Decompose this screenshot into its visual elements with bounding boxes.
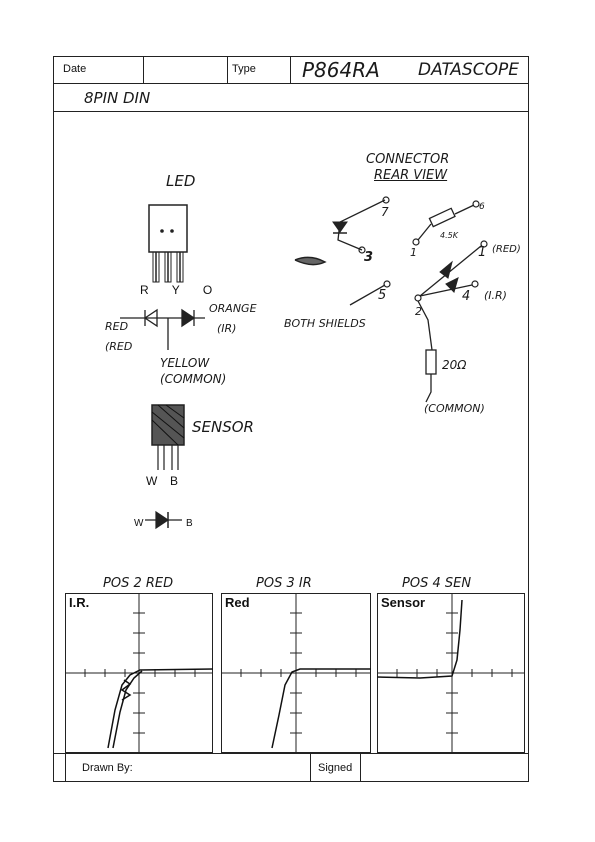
connector-pin-1-a: 1 [410,246,417,259]
connector-type-title: 8PIN DIN [84,89,151,107]
footer-divider [53,753,529,754]
type-cell-divider-right [290,56,291,83]
type-value: P864RA [302,58,380,82]
connector-pin-5: 5 [378,288,387,303]
connector-subtitle: REAR VIEW [374,168,448,183]
connector-pin-1-b: 1 [478,245,487,260]
connector-shields-label: BOTH SHIELDS [284,317,366,330]
connector-red-label: (RED) [492,244,521,255]
maker-value: DATASCOPE [418,60,519,80]
scope-panel-red-title: Red [225,595,250,610]
sensor-diode-w: W [134,518,144,529]
connector-pin-2: 2 [415,305,422,318]
scope-heading-3: POS 4 SEN [402,576,472,591]
led-title: LED [166,172,196,190]
type-label: Type [232,63,256,75]
sensor-title: SENSOR [192,418,254,436]
connector-ir-label: (I.R) [484,289,507,302]
connector-pin-6: 6 [479,202,485,212]
footer-cell-divider-2 [360,753,361,782]
led-red-label-2: (RED [105,340,133,353]
connector-resistor-2: 20Ω [442,358,467,372]
type-cell-divider-left [227,56,228,83]
sensor-pin-w: W [146,474,158,488]
led-orange-label: ORANGE [209,302,257,315]
led-ir-label: (IR) [217,322,237,335]
scope-panel-ir-title: I.R. [69,595,90,610]
scope-heading-1: POS 2 RED [103,576,174,591]
footer-left-edge [65,753,66,782]
connector-pin-7: 7 [381,205,389,219]
date-label: Date [63,63,87,75]
connector-pin-3: 3 [364,250,374,265]
connector-title: CONNECTOR [366,152,450,167]
led-common-label: (COMMON) [160,372,227,386]
footer-cell-divider [310,753,311,782]
led-pin-labels: R Y O [140,283,223,297]
connector-resistor-1: 4.5K [440,231,458,240]
sensor-diode-b: B [186,518,193,529]
connector-common-label: (COMMON) [424,402,485,415]
scope-heading-2: POS 3 IR [256,576,312,591]
subtitle-divider [53,111,529,112]
connector-pin-4: 4 [462,289,471,304]
scope-panel-sensor-title: Sensor [381,595,426,610]
led-yellow-label: YELLOW [160,356,210,370]
signed-label: Signed [318,762,353,774]
sheet-frame [53,56,529,782]
led-red-label: RED [105,320,129,333]
sensor-pin-b: B [170,474,179,488]
date-cell-divider [143,56,144,83]
header-divider [53,83,529,84]
drawn-by-label: Drawn By: [82,762,133,774]
